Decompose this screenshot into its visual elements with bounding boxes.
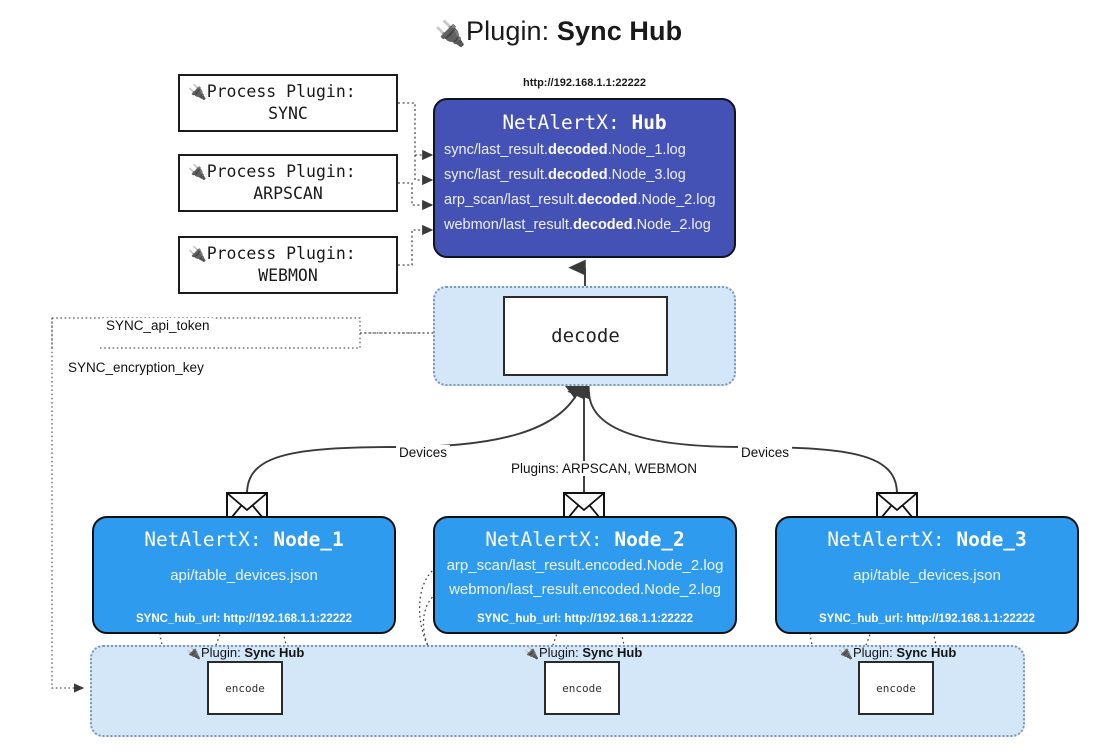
edge-label-devices-left: Devices (396, 445, 451, 460)
hub-title: NetAlertX: Hub (502, 111, 667, 134)
node-title: NetAlertX: Node_3 (827, 528, 1027, 551)
hub-box (433, 98, 736, 258)
encode-box-node-1[interactable]: encode (207, 661, 283, 715)
secret-label-encryption-key: SYNC_encryption_key (65, 360, 207, 375)
electric-plug-icon: 🔌 (838, 646, 853, 660)
electric-plug-icon: 🔌 (188, 163, 207, 181)
node-log-line: api/table_devices.json (853, 567, 1001, 584)
hub-url-label: http://192.168.1.1:22222 (523, 77, 646, 89)
process-plugin-box-webmon[interactable]: 🔌Process Plugin: WEBMON (178, 236, 398, 294)
encode-box-node-3[interactable]: encode (858, 661, 934, 715)
hub-log-line: arp_scan/last_result.decoded.Node_2.log (444, 192, 716, 208)
secret-label-api-token: SYNC_api_token (103, 318, 213, 333)
node-log-line: webmon/last_result.encoded.Node_2.log (449, 581, 721, 598)
edge-label-devices-right: Devices (738, 445, 793, 460)
wire-webmon-to-hub (398, 224, 434, 266)
hub-log-line: webmon/last_result.decoded.Node_2.log (444, 217, 711, 233)
node-title: NetAlertX: Node_2 (485, 528, 685, 551)
decode-box[interactable]: decode (503, 296, 668, 376)
electric-plug-icon: 🔌 (434, 20, 467, 48)
node-log-line: api/table_devices.json (170, 567, 318, 584)
node-title: NetAlertX: Node_1 (144, 528, 344, 551)
process-plugin-name: WEBMON (258, 265, 318, 285)
node-hub-url: SYNC_hub_url: http://192.168.1.1:22222 (476, 613, 694, 625)
plugin-band-label-3: 🔌Plugin: Sync Hub (838, 645, 957, 660)
process-plugin-box-arpscan[interactable]: 🔌Process Plugin: ARPSCAN (178, 154, 398, 212)
node-hub-url: SYNC_hub_url: http://192.168.1.1:22222 (818, 613, 1036, 625)
node-box-node-3[interactable]: NetAlertX: Node_3 api/table_devices.json… (775, 516, 1079, 634)
encode-box-node-2[interactable]: encode (544, 661, 620, 715)
electric-plug-icon: 🔌 (188, 83, 207, 101)
node-log-line: arp_scan/last_result.encoded.Node_2.log (446, 557, 724, 574)
plugin-band-label-2: 🔌Plugin: Sync Hub (524, 645, 643, 660)
node-hub-url: SYNC_hub_url: http://192.168.1.1:22222 (135, 613, 353, 625)
hub-log-line: sync/last_result.decoded.Node_1.log (444, 142, 686, 158)
page-title: 🔌Plugin: Sync Hub (0, 16, 1117, 48)
wire-arpscan-to-hub (398, 182, 434, 211)
node-log-list: arp_scan/last_result.encoded.Node_2.log … (435, 554, 735, 602)
process-plugin-name: SYNC (268, 103, 308, 123)
node-box-node-1[interactable]: NetAlertX: Node_1 api/table_devices.json… (92, 516, 396, 634)
page-title-strong: Sync Hub (556, 16, 683, 46)
process-plugin-name: ARPSCAN (253, 183, 323, 203)
electric-plug-icon: 🔌 (524, 646, 539, 660)
node-box-node-2[interactable]: NetAlertX: Node_2 arp_scan/last_result.e… (433, 516, 737, 634)
plugin-band-label-1: 🔌Plugin: Sync Hub (186, 645, 305, 660)
hub-log-list: sync/last_result.decoded.Node_1.log sync… (433, 138, 736, 238)
hub-log-line: sync/last_result.decoded.Node_3.log (444, 167, 686, 183)
electric-plug-icon: 🔌 (186, 646, 201, 660)
wire-node3-devices (572, 383, 898, 495)
process-plugin-box-sync[interactable]: 🔌Process Plugin: SYNC (178, 74, 398, 132)
page-title-lead: Plugin: (466, 16, 557, 46)
hub-node[interactable]: NetAlertX: Hub sync/last_result.decoded.… (433, 98, 736, 258)
wire-sync-to-hub (398, 102, 434, 186)
edge-label-plugins-center: Plugins: ARPSCAN, WEBMON (508, 461, 701, 476)
wire-node1-devices (246, 383, 583, 495)
electric-plug-icon: 🔌 (188, 245, 207, 263)
process-plugin-line1: 🔌Process Plugin: (188, 82, 356, 101)
process-plugin-line1: 🔌Process Plugin: (188, 244, 356, 263)
process-plugin-line1: 🔌Process Plugin: (188, 162, 356, 181)
